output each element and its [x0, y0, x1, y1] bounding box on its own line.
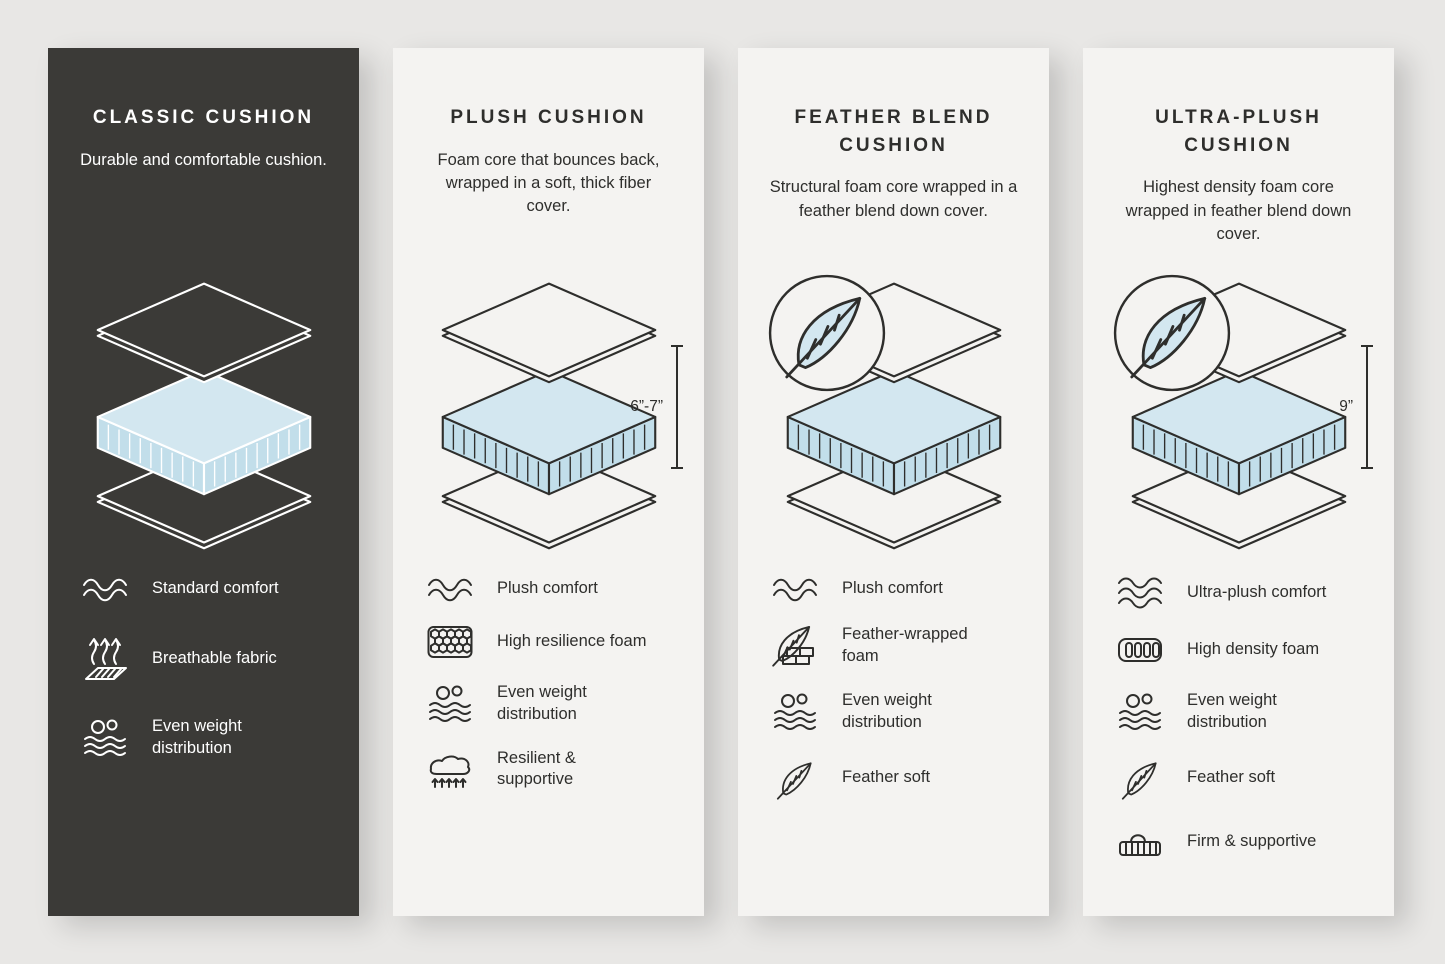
resilience-foam-icon	[425, 624, 475, 660]
panel-feather-blend-cushion: FEATHER BLEND CUSHION Structural foam co…	[738, 48, 1049, 916]
panel-header: PLUSH CUSHION Foam core that bounces bac…	[421, 104, 676, 268]
density-foam-icon	[1115, 632, 1165, 668]
panel-title: CLASSIC CUSHION	[92, 107, 315, 128]
weight-distribution-icon	[1115, 691, 1165, 733]
breathable-fabric-icon	[80, 636, 130, 682]
cushion-illustration: 6”-7”	[421, 268, 683, 568]
waves-icon	[425, 576, 475, 602]
panel-header: CLASSIC CUSHION Durable and comfortable …	[76, 104, 331, 268]
feature-list: Plush comfort Feather-wrapped foam Even …	[766, 576, 1021, 800]
feature-label: Plush comfort	[842, 579, 943, 598]
feature-row: Feather soft	[1115, 756, 1362, 800]
feature-row: Even weight distribution	[80, 716, 327, 760]
feather-icon	[1115, 756, 1165, 800]
panel-description: Durable and comfortable cushion.	[80, 150, 327, 169]
feature-label: Plush comfort	[497, 579, 598, 598]
weight-distribution-icon	[770, 691, 820, 733]
feather-badge-icon	[1113, 274, 1231, 392]
panel-title: FEATHER BLEND CUSHION	[794, 107, 993, 156]
feature-row: High resilience foam	[425, 624, 672, 660]
feature-label: Standard comfort	[152, 579, 279, 598]
feature-label: Even weight distribution	[842, 691, 932, 731]
panel-ultra-plush-cushion: ULTRA-PLUSH CUSHION Highest density foam…	[1083, 48, 1394, 916]
cushion-layers-diagram	[88, 274, 320, 556]
resilient-supportive-icon	[425, 748, 475, 790]
feature-label: Feather-wrapped foam	[842, 625, 968, 665]
panel-description: Foam core that bounces back, wrapped in …	[437, 150, 660, 216]
feature-list: Plush comfort High resilience foam Even …	[421, 576, 676, 791]
feature-row: Breathable fabric	[80, 636, 327, 682]
measurement-label: 6”-7”	[630, 398, 663, 415]
feature-row: Even weight distribution	[1115, 690, 1362, 734]
feature-row: Firm & supportive	[1115, 822, 1362, 862]
feature-label: Even weight distribution	[1187, 691, 1277, 731]
feature-row: Plush comfort	[770, 576, 1017, 602]
feature-list: Standard comfort Breathable fabric Even …	[76, 576, 331, 760]
feather-wrapped-foam-icon	[770, 624, 820, 668]
feature-row: High density foam	[1115, 632, 1362, 668]
feature-label: Even weight distribution	[152, 717, 242, 757]
cushion-illustration: 9”	[1111, 268, 1373, 568]
feature-row: Ultra-plush comfort	[1115, 576, 1362, 610]
feature-row: Resilient & supportive	[425, 748, 672, 792]
feather-badge-icon	[768, 274, 886, 392]
feature-label: Resilient & supportive	[497, 748, 576, 789]
panel-plush-cushion: PLUSH CUSHION Foam core that bounces bac…	[393, 48, 704, 916]
panel-title: ULTRA-PLUSH CUSHION	[1155, 107, 1322, 156]
panel-header: ULTRA-PLUSH CUSHION Highest density foam…	[1111, 104, 1366, 268]
feature-row: Even weight distribution	[770, 690, 1017, 734]
feature-label: Ultra-plush comfort	[1187, 583, 1327, 602]
feature-label: Even weight distribution	[497, 683, 587, 723]
height-measurement: 9”	[1339, 344, 1374, 470]
waves-icon	[80, 576, 130, 602]
panel-description: Highest density foam core wrapped in fea…	[1125, 178, 1352, 243]
panel-description: Structural foam core wrapped in a feathe…	[769, 178, 1018, 220]
feature-label: Feather soft	[842, 767, 931, 786]
feature-label: Firm & supportive	[1187, 831, 1317, 850]
feature-row: Standard comfort	[80, 576, 327, 602]
measurement-line	[1361, 345, 1373, 469]
feature-row: Plush comfort	[425, 576, 672, 602]
feature-list: Ultra-plush comfort High density foam Ev…	[1111, 576, 1366, 862]
panel-header: FEATHER BLEND CUSHION Structural foam co…	[766, 104, 1021, 268]
panel-classic-cushion: CLASSIC CUSHION Durable and comfortable …	[48, 48, 359, 916]
feature-row: Feather soft	[770, 756, 1017, 800]
feature-row: Even weight distribution	[425, 682, 672, 726]
cushion-illustration	[76, 268, 331, 568]
panel-title: PLUSH CUSHION	[450, 107, 647, 128]
weight-distribution-icon	[425, 683, 475, 725]
feature-label: Feather soft	[1187, 767, 1276, 786]
feature-row: Feather-wrapped foam	[770, 624, 1017, 668]
waves-icon	[1115, 576, 1165, 610]
feature-label: Breathable fabric	[152, 649, 277, 668]
feather-icon	[770, 756, 820, 800]
weight-distribution-icon	[80, 717, 130, 759]
firm-supportive-icon	[1115, 822, 1165, 862]
height-measurement: 6”-7”	[630, 344, 684, 470]
waves-icon	[770, 576, 820, 602]
feature-label: High density foam	[1187, 640, 1320, 659]
measurement-label: 9”	[1339, 398, 1353, 415]
measurement-line	[671, 345, 683, 469]
feature-label: High resilience foam	[497, 632, 647, 651]
cushion-illustration	[766, 268, 1021, 568]
